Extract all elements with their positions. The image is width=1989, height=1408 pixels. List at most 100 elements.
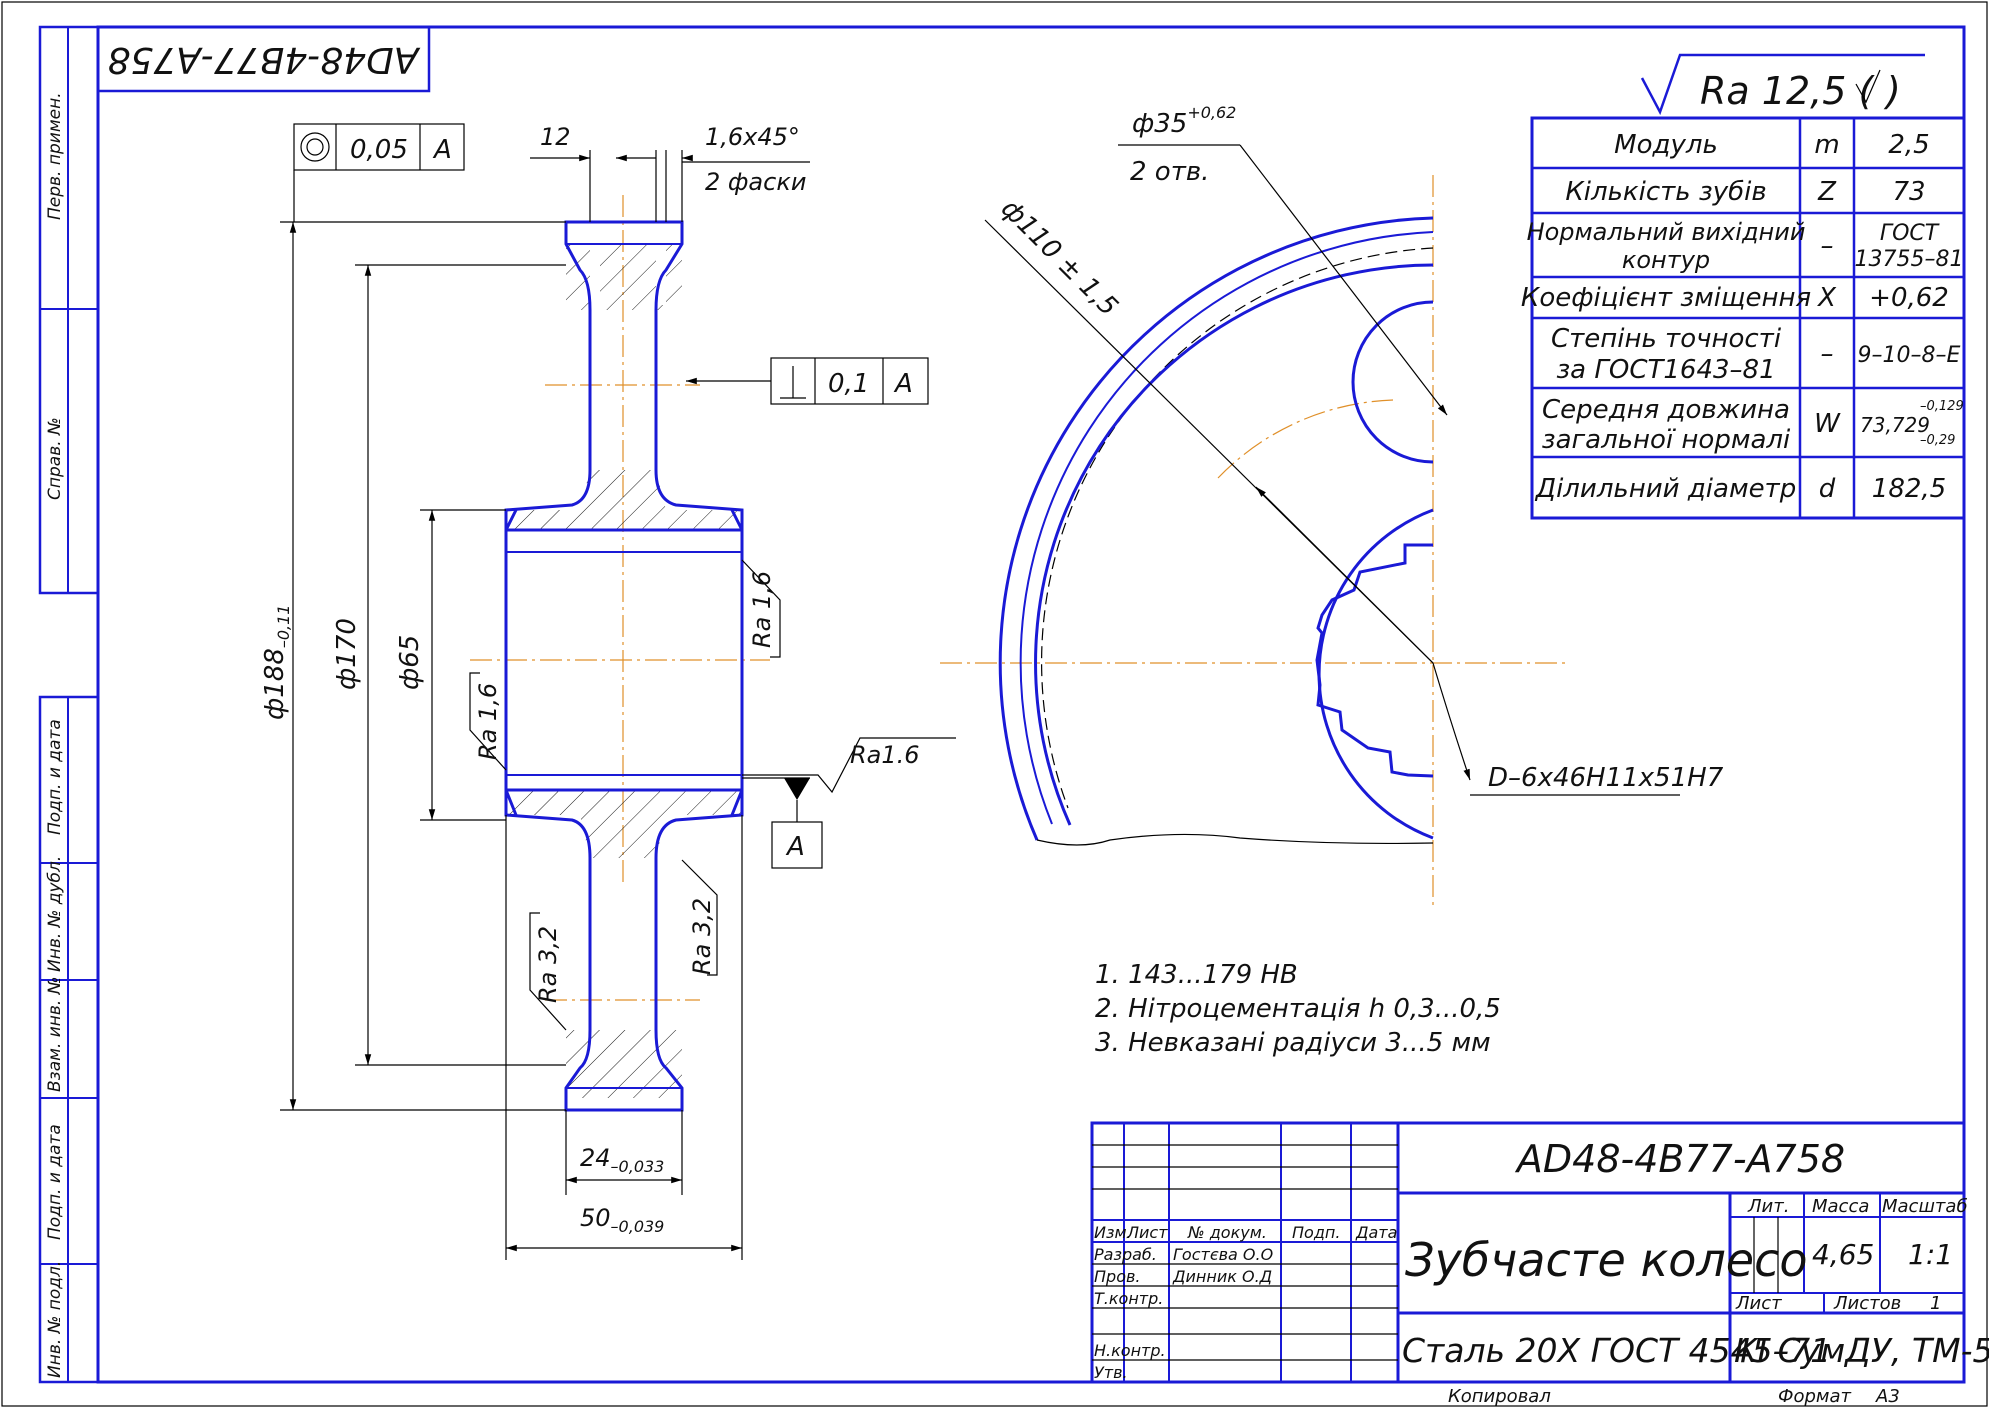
runout-tolerance: 0,05 A	[293, 123, 465, 222]
holes-circle-arc	[1217, 399, 1394, 479]
roughness-web-left: Ra 3,2	[534, 926, 562, 1003]
title-part-name: Зубчасте колесо	[1405, 1233, 1808, 1287]
note-line: 1. 143...179 HB	[1095, 960, 1298, 990]
param-symbol: Z	[1817, 177, 1837, 207]
side-label: Взам. инв. №	[45, 977, 65, 1092]
runout-value: 0,05	[350, 135, 408, 165]
roughness-web-right: Ra 3,2	[688, 898, 716, 975]
title-material: Сталь 20Х ГОСТ 4545–71	[1402, 1331, 1831, 1370]
param-value: 13755–81	[1855, 247, 1964, 272]
param-name: Нормальний вихідний	[1527, 218, 1806, 246]
title-scale: 1:1	[1908, 1238, 1953, 1271]
stamp-designation: AD48-4B77-A758	[108, 39, 421, 80]
title-col-header: Лист	[1126, 1223, 1168, 1242]
side-label: Инв. № дубл.	[45, 856, 65, 972]
title-person: Гостєва О.О	[1173, 1245, 1273, 1264]
side-label: Справ. №	[45, 417, 65, 500]
dim-holes: 2 отв.	[1130, 157, 1209, 187]
param-symbol: –	[1821, 231, 1834, 261]
general-roughness: Ra 12,5 ( )	[1640, 53, 1925, 116]
title-role: Разраб.	[1094, 1245, 1157, 1264]
perp-datum: A	[893, 369, 913, 399]
param-symbol: X	[1816, 283, 1837, 313]
technical-notes: 1. 143...179 HB 2. Нітроцементація h 0,3…	[1095, 960, 1501, 1058]
param-symbol: m	[1814, 130, 1839, 160]
roughness-marks: Ra 1,6 Ra 1,6 Ra1.6 Ra 3,2 Ra 3,2	[469, 559, 956, 1031]
param-name: Ділильний діаметр	[1535, 474, 1796, 504]
rim-hatch-top	[566, 244, 682, 310]
bore	[504, 528, 744, 792]
dim-spline: D–6х46H11х51H7	[1488, 763, 1724, 793]
title-role: Т.контр.	[1094, 1289, 1163, 1308]
perp-value: 0,1	[828, 369, 869, 399]
designation-stamp: AD48-4B77-A758	[96, 25, 431, 93]
title-organization: КІ СумДУ, ТМ-51к	[1734, 1331, 1989, 1370]
dim-12: 12	[540, 123, 571, 151]
perpendicularity-tolerance: 0,1 A	[686, 357, 929, 405]
param-symbol: –	[1821, 339, 1834, 369]
gear-front-view	[940, 175, 1570, 905]
datum-label: A	[785, 832, 805, 862]
param-name: Середня довжина	[1542, 395, 1790, 425]
runout-datum: A	[432, 135, 452, 165]
param-value: 2,5	[1888, 130, 1929, 160]
param-symbol: W	[1814, 409, 1841, 439]
title-person: Динник О.Д	[1172, 1267, 1272, 1286]
side-label: Перв. примен.	[45, 92, 65, 220]
title-lit-label: Лит.	[1747, 1196, 1789, 1217]
side-label: Подп. и дата	[45, 1124, 65, 1240]
title-role: Пров.	[1094, 1267, 1141, 1286]
format-value: А3	[1875, 1386, 1900, 1407]
format-label: Формат	[1778, 1386, 1852, 1407]
params-table: Модуль m 2,5 Кількість зубів Z 73 Нормал…	[1521, 116, 1966, 520]
side-label: Подп. и дата	[45, 719, 65, 835]
param-name: Степінь точності	[1551, 324, 1782, 354]
title-sheets-label: Листов	[1833, 1293, 1901, 1314]
title-sheets: 1	[1930, 1293, 1941, 1314]
param-value: 73,729	[1860, 413, 1930, 437]
dim-d110: ф110 ± 1,5	[995, 194, 1123, 322]
title-col-header: Изм.	[1094, 1223, 1132, 1242]
param-value: 9–10–8–Е	[1858, 343, 1961, 368]
param-symbol: d	[1819, 474, 1836, 504]
title-designation: AD48-4B77-A758	[1514, 1137, 1845, 1181]
gear-section-view	[470, 195, 770, 1112]
rim-hatch-bottom	[566, 1030, 682, 1098]
param-tol-upper: –0,129	[1920, 399, 1964, 414]
roughness-general-close: )	[1883, 69, 1901, 113]
copied-label: Копировал	[1448, 1386, 1551, 1407]
note-line: 2. Нітроцементація h 0,3...0,5	[1095, 994, 1501, 1024]
hub-hatch-bottom	[506, 790, 742, 858]
title-mass-label: Масса	[1812, 1196, 1869, 1217]
dim-chamfer: 1,6х45°	[705, 123, 800, 151]
param-value: ГОСТ	[1880, 221, 1940, 246]
note-line: 3. Невказані радіуси 3...5 мм	[1095, 1028, 1491, 1058]
roughness-bore-left: Ra 1,6	[474, 683, 502, 760]
title-block: AD48-4B77-A758 Зубчасте колесо Сталь 20Х…	[1090, 1121, 1989, 1384]
dim-chamfer-note: 2 фаски	[705, 168, 806, 196]
title-mass: 4,65	[1812, 1238, 1874, 1271]
dim-d65: ф65	[395, 635, 425, 690]
param-name: Модуль	[1614, 130, 1718, 160]
dim-d35: ф35+0,62	[1132, 103, 1236, 139]
title-role: Утв.	[1094, 1363, 1128, 1382]
side-strip: Перв. примен. Справ. № Подп. и дата Инв.…	[38, 25, 100, 1384]
side-label: Инв. № подл.	[45, 1261, 65, 1378]
param-name: контур	[1622, 246, 1710, 274]
param-name: за ГОСТ1643–81	[1556, 355, 1775, 385]
param-value: 182,5	[1872, 474, 1946, 504]
title-col-header: Подп.	[1292, 1223, 1340, 1242]
roughness-face: Ra1.6	[850, 741, 920, 769]
dim-d170: ф170	[332, 618, 362, 690]
param-name: Коефіцієнт зміщення	[1521, 283, 1811, 313]
roughness-general-label: Ra 12,5 (	[1700, 69, 1875, 113]
title-role: Н.контр.	[1094, 1341, 1166, 1360]
title-col-header: № докум.	[1187, 1223, 1267, 1242]
title-col-header: Дата	[1355, 1223, 1397, 1242]
roughness-bore-right: Ra 1,6	[748, 571, 776, 648]
hub-hatch-top	[506, 470, 742, 530]
param-value: 73	[1892, 177, 1925, 207]
param-name: Кількість зубів	[1565, 177, 1766, 207]
